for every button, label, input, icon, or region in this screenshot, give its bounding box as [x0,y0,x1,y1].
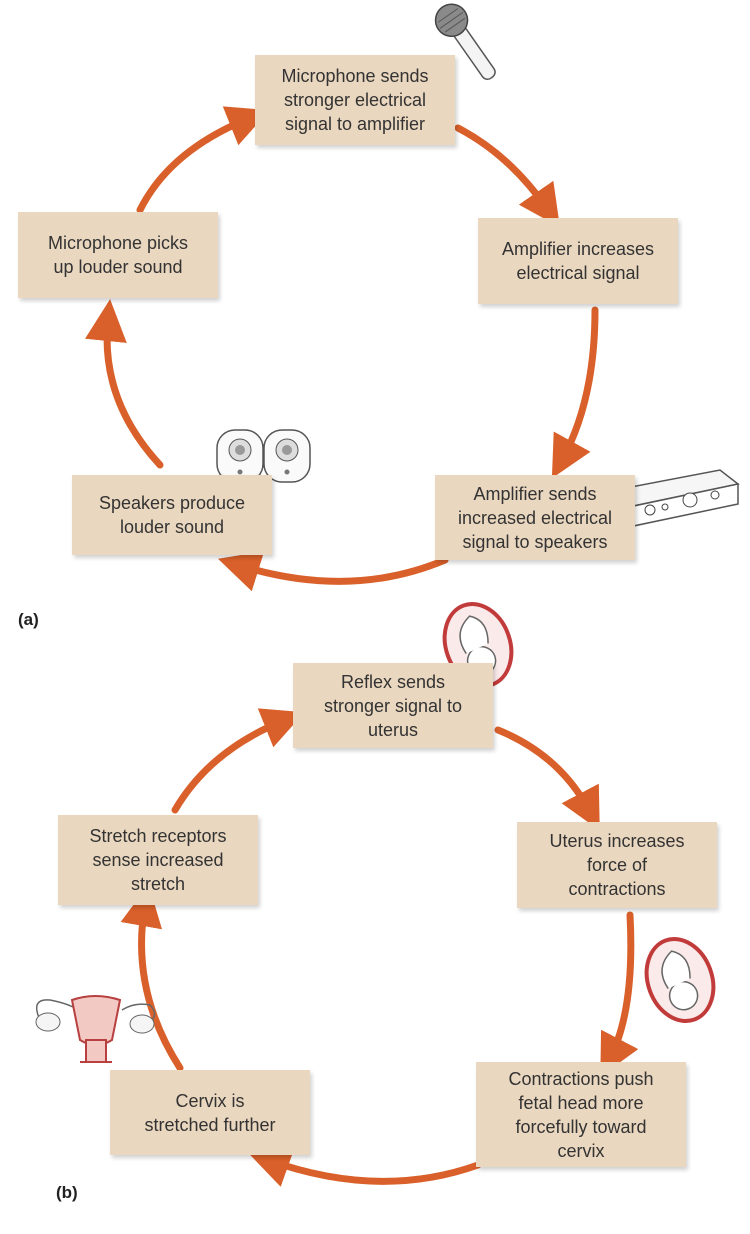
node-label: Stretch receptors sense increased stretc… [89,826,227,894]
node-label: Uterus increases force of contractions [549,831,685,899]
node-label: Reflex sends stronger signal to uterus [323,671,463,740]
arrow-a2 [551,306,599,479]
uterus-anatomy-icon [35,995,156,1063]
arrow-b2 [600,911,639,1077]
node-stretch-receptors: Stretch receptors sense increased stretc… [58,815,258,905]
arrow-a3 [217,551,449,592]
arrow-b1 [494,726,600,831]
arrow-a1 [454,124,560,228]
node-speakers-produce: Speakers produce louder sound [72,475,272,555]
node-label: Amplifier increases electrical signal [501,239,655,283]
speakers-icon [216,429,311,483]
arrow-b5 [171,708,305,814]
node-microphone-sends: Microphone sends stronger electrical sig… [255,55,455,145]
arrow-a5 [136,106,270,214]
node-amplifier-sends: Amplifier sends increased electrical sig… [435,475,635,560]
arrow-a4 [85,299,164,469]
node-amplifier-increases: Amplifier increases electrical signal [478,218,678,304]
node-label: Amplifier sends increased electrical sig… [457,483,613,552]
node-label: Speakers produce louder sound [98,493,246,537]
node-reflex-sends: Reflex sends stronger signal to uterus [293,663,493,748]
node-contractions-push: Contractions push fetal head more forcef… [476,1062,686,1167]
panel-label-a: (a) [18,610,39,629]
node-label: Microphone sends stronger electrical sig… [281,66,429,134]
arrow-b3 [248,1147,482,1187]
panel-label-b: (b) [56,1183,78,1202]
node-label: Contractions push fetal head more forcef… [508,1068,654,1161]
node-label: Cervix is stretched further [144,1090,276,1135]
node-cervix-stretched: Cervix is stretched further [110,1070,310,1155]
microphone-icon [434,3,496,81]
node-uterus-increases: Uterus increases force of contractions [517,822,717,908]
fetus-in-uterus-icon [644,937,716,1023]
node-microphone-picks: Microphone picks up louder sound [18,212,218,298]
node-label: Microphone picks up louder sound [47,233,189,277]
arrow-b4 [120,884,184,1072]
